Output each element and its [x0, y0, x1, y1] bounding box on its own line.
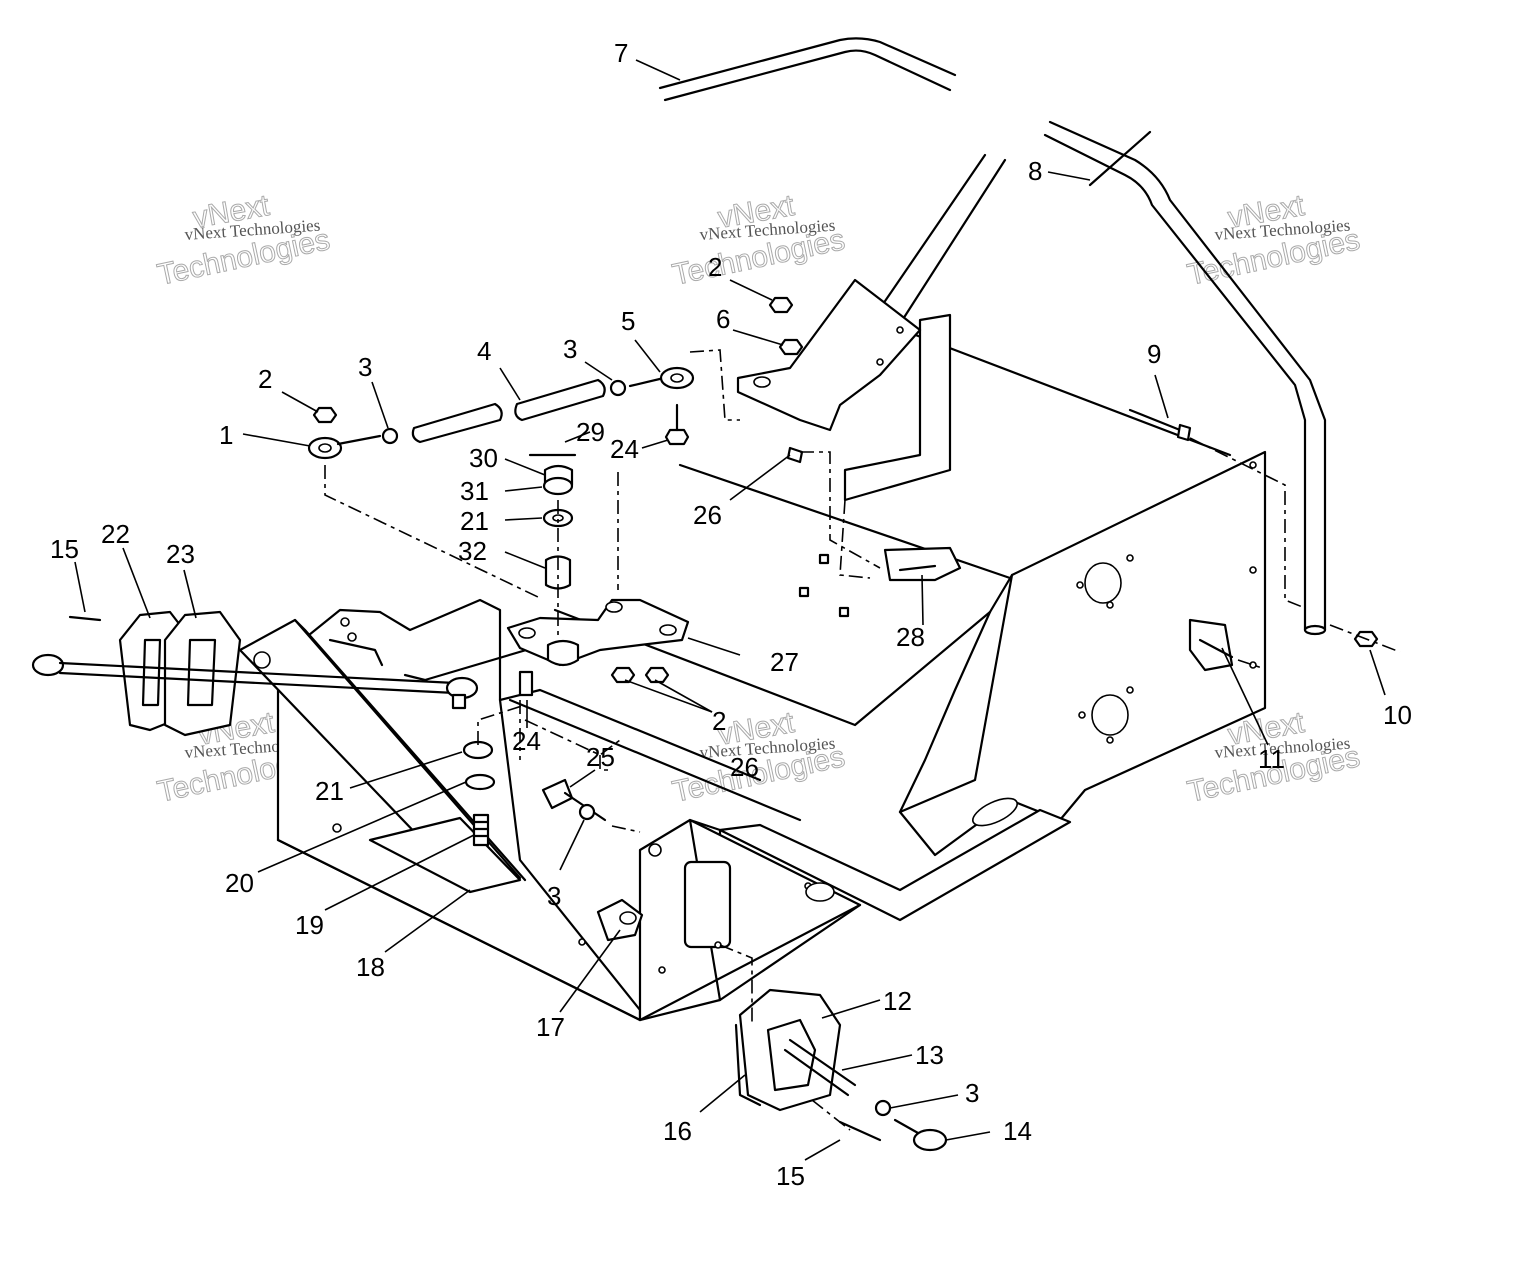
screw-15-lower — [838, 1120, 882, 1142]
handle-right-outer — [1048, 120, 1327, 632]
jam-nut-3-left — [381, 427, 399, 445]
callout-15-lower: 15 — [776, 1161, 805, 1191]
callout-15-left: 15 — [50, 534, 79, 564]
nut-3-front — [578, 803, 596, 821]
callout-19: 19 — [295, 910, 324, 940]
callout-30: 30 — [469, 443, 498, 473]
tube-4-right — [514, 378, 606, 422]
front-plate-window — [683, 860, 732, 949]
watermark-top-center: vNext vNext Technologies Technologies — [669, 188, 848, 292]
callout-5: 5 — [621, 306, 635, 336]
callout-3-upper-right: 3 — [563, 334, 577, 364]
left-linkage — [31, 610, 479, 737]
front-hardware — [541, 778, 948, 1152]
watermark-top-left: vNext vNext Technologies Technologies — [154, 188, 333, 292]
callout-23: 23 — [166, 539, 195, 569]
pivot-assembly — [462, 453, 690, 847]
callout-21-lower: 21 — [315, 776, 344, 806]
floor-crease — [553, 608, 992, 727]
callout-6: 6 — [716, 304, 730, 334]
seal-23 — [163, 610, 242, 737]
seal-12 — [738, 988, 842, 1112]
callout-22: 22 — [101, 519, 130, 549]
callout-9: 9 — [1147, 339, 1161, 369]
jam-nut-3-right — [609, 379, 627, 397]
nut-2-lower-a — [610, 666, 636, 684]
tube-4-left — [411, 402, 503, 444]
callout-24-lower: 24 — [512, 726, 541, 756]
right-side-panel — [898, 450, 1267, 857]
callout-18: 18 — [356, 952, 385, 982]
callout-1: 1 — [219, 420, 233, 450]
screw-9 — [1128, 408, 1182, 432]
panel-hole-upper — [1084, 562, 1122, 604]
callout-17: 17 — [536, 1012, 565, 1042]
cable-tie-8 — [1088, 130, 1152, 187]
callout-3-upper-left: 3 — [358, 352, 372, 382]
nut-6 — [778, 338, 804, 356]
callout-2-lower: 2 — [712, 706, 726, 736]
foot-pad-18 — [368, 816, 522, 894]
handle-right-inner — [1043, 133, 1307, 632]
callout-25: 25 — [586, 742, 615, 772]
callout-20: 20 — [225, 868, 254, 898]
leader-lines — [74, 59, 1386, 1161]
nut-2-handle — [768, 296, 794, 314]
callout-16: 16 — [663, 1116, 692, 1146]
callout-14: 14 — [1003, 1116, 1032, 1146]
callout-24-upper: 24 — [610, 434, 639, 464]
panel-slot — [972, 797, 1018, 827]
washer-31 — [542, 476, 574, 496]
rod-end-left — [31, 653, 65, 677]
screw-15-left — [68, 615, 102, 622]
callout-3-lower: 3 — [965, 1078, 979, 1108]
nut-2-lower-b — [644, 666, 670, 684]
callout-11: 11 — [1258, 744, 1285, 774]
callout-27: 27 — [770, 647, 799, 677]
panel-hole-lower — [1091, 694, 1129, 736]
assembly-lines — [324, 349, 1401, 1131]
bolt-24-lower — [518, 670, 534, 697]
floor-lip — [718, 808, 1072, 922]
callout-26-lower: 26 — [730, 752, 759, 782]
callout-7: 7 — [614, 38, 628, 68]
gasket-16 — [734, 1023, 762, 1107]
callout-8: 8 — [1028, 156, 1042, 186]
handle-mount-bracket — [736, 278, 922, 432]
grommet-28 — [883, 546, 962, 582]
callout-29: 29 — [576, 417, 605, 447]
floor-front-edge — [508, 698, 802, 822]
bushing-32 — [544, 555, 572, 590]
clip-26 — [786, 446, 804, 464]
callout-26-upper: 26 — [693, 500, 722, 530]
handle-top-outer — [658, 37, 957, 90]
right-panel-front-edge — [898, 573, 1014, 814]
callout-4: 4 — [477, 336, 491, 366]
callout-10: 10 — [1383, 700, 1412, 730]
callout-13: 13 — [915, 1040, 944, 1070]
callout-3-front: 3 — [547, 881, 561, 911]
callout-32: 32 — [458, 536, 487, 566]
callout-12: 12 — [883, 986, 912, 1016]
callout-21-upper: 21 — [460, 506, 489, 536]
handle-top-inner — [663, 49, 952, 102]
callout-31: 31 — [460, 476, 489, 506]
nut-3-lower — [874, 1099, 892, 1117]
callout-2-upper-left: 2 — [258, 364, 272, 394]
nut-2-upper — [312, 406, 338, 424]
upper-linkage — [307, 296, 804, 460]
washer-20 — [464, 773, 496, 791]
callout-2-handle: 2 — [708, 252, 722, 282]
callout-labels: 1 2 3 4 3 5 2 6 7 8 9 10 11 12 13 14 15 … — [50, 38, 1412, 1191]
chassis-frame — [238, 308, 1267, 1022]
handle-bar-7 — [658, 37, 1327, 636]
watermark-top-right: vNext vNext Technologies Technologies — [1184, 188, 1363, 292]
bolt-24-upper — [664, 428, 690, 446]
callout-28: 28 — [896, 622, 925, 652]
